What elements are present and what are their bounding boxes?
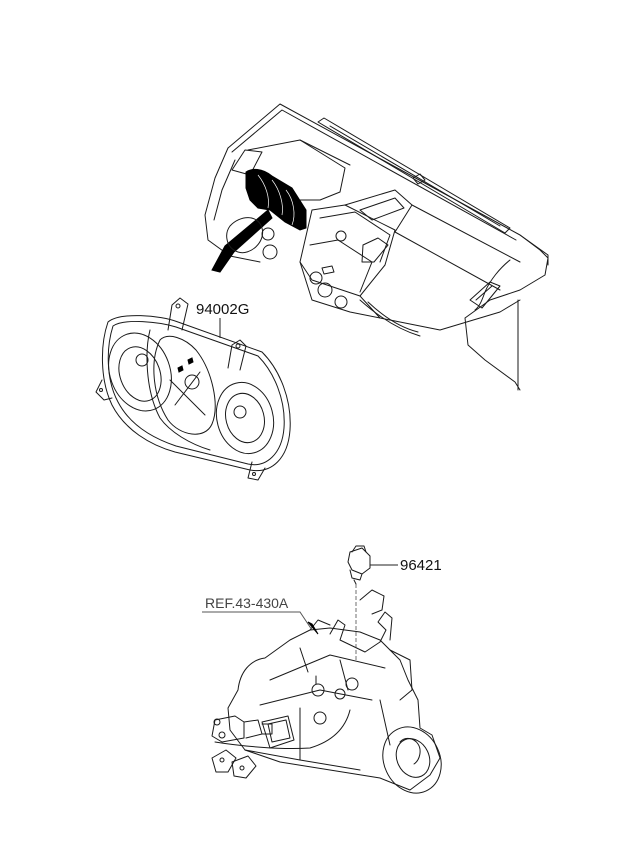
reference-43-430A: REF.43-430A — [202, 595, 319, 635]
callout-96421: 96421 — [370, 557, 442, 574]
transaxle-assembly — [211, 589, 442, 794]
reference-label[interactable]: REF.43-430A — [205, 595, 289, 611]
reference-arrow-icon — [307, 621, 319, 635]
dashboard-assembly — [204, 103, 549, 391]
part-number-94002G[interactable]: 94002G — [196, 301, 249, 318]
part-number-96421[interactable]: 96421 — [400, 557, 442, 574]
callout-94002G: 94002G — [196, 301, 249, 338]
instrument-cluster-assembly — [95, 297, 291, 481]
speed-sensor-assembly — [347, 545, 371, 660]
